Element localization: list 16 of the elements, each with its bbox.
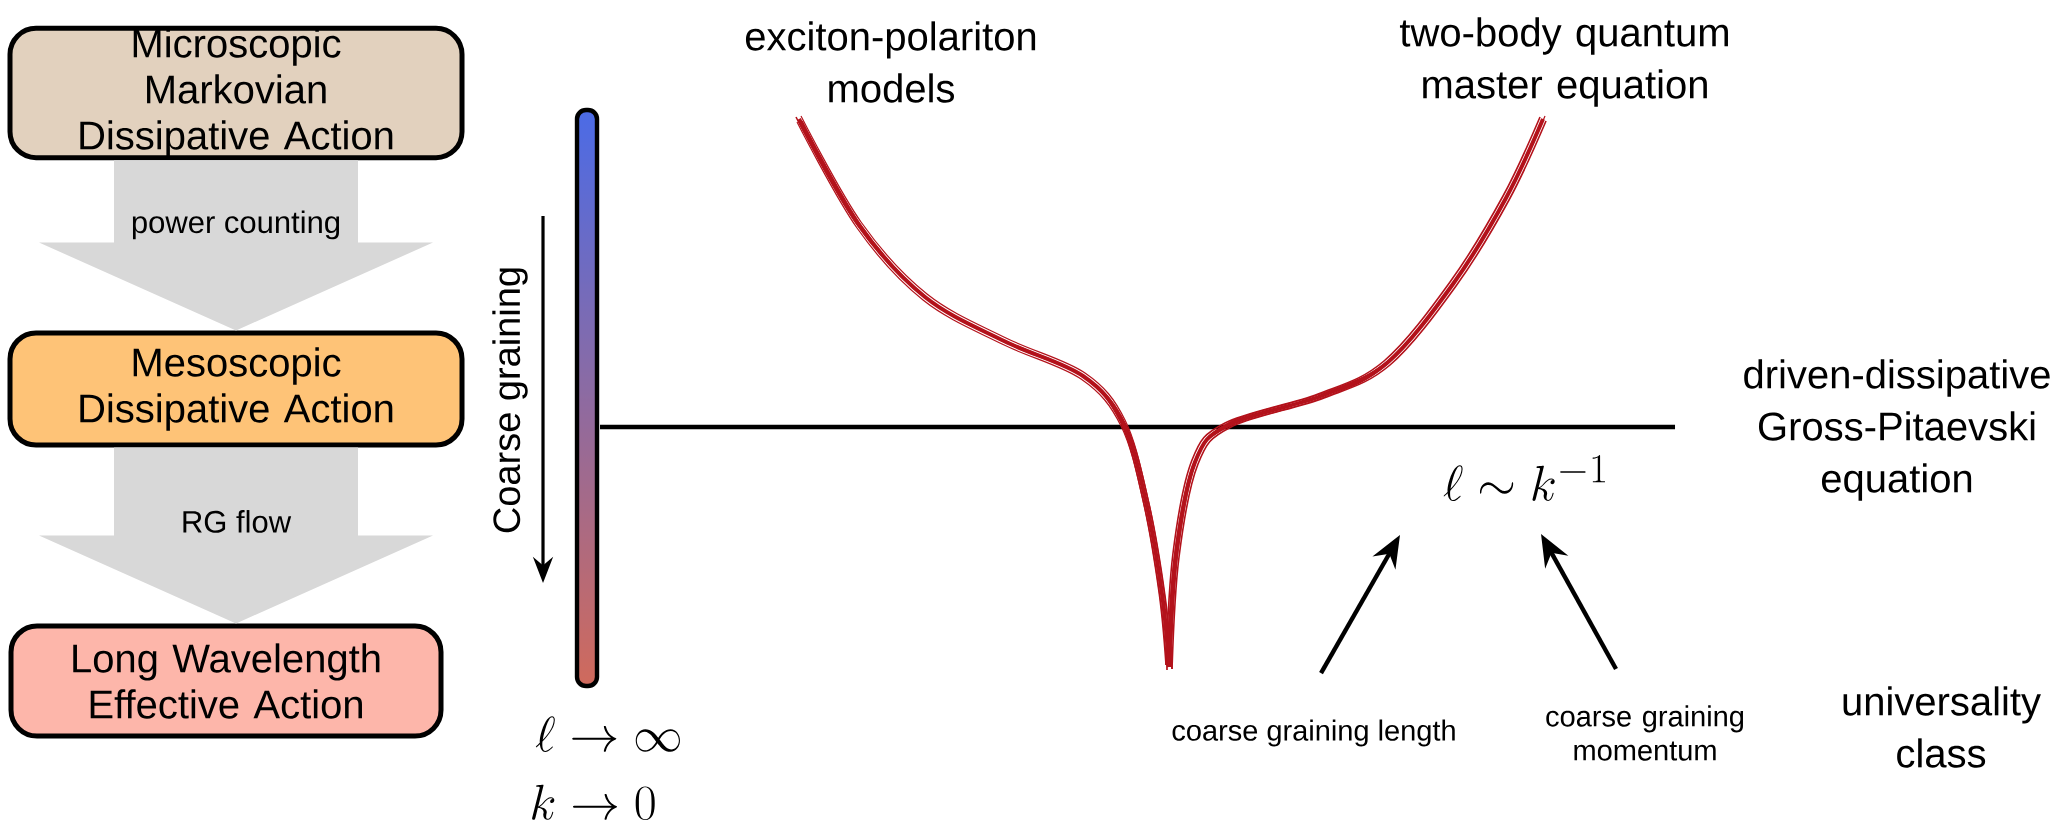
label-text: two-body quantum master equation	[1399, 17, 1728, 107]
formula: $\ell \to \infty$	[535, 716, 680, 752]
annotation-text: coarse graining length	[1172, 719, 1455, 747]
formula: $\ell \sim k^{-1}$	[1443, 454, 1605, 501]
label-text: driven-dissipative Gross-Pitaevski equation	[1744, 359, 2050, 501]
edge-label: power counting	[132, 210, 340, 240]
process-box: Mesoscopic Dissipative Action	[7, 330, 465, 448]
label-text: exciton-polariton models	[745, 21, 1036, 103]
annotation-text: coarse graining momentum	[1546, 705, 1744, 761]
formula: $k \to 0$	[532, 784, 655, 821]
process-box: Long Wavelength Effective Action	[8, 623, 444, 739]
process-box: Microscopic Markovian Dissipative Action	[7, 25, 465, 161]
edge-label: RG flow	[183, 510, 292, 533]
block-arrow	[39, 447, 433, 624]
axis-label: Coarse graining	[492, 268, 528, 533]
label-text: universality class	[1843, 686, 2041, 768]
